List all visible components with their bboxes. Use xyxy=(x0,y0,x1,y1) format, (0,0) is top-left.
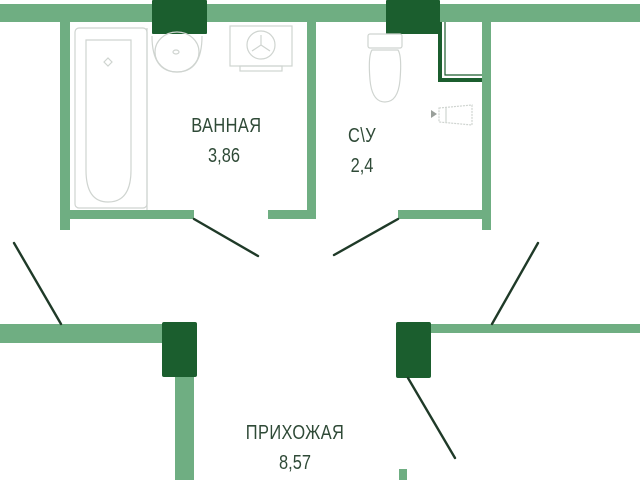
bathroom-left-wall xyxy=(60,22,70,230)
room-label-bathroom: ВАННАЯ 3,86 xyxy=(191,114,262,168)
bathroom-bottom-wall xyxy=(60,210,194,219)
bathroom-door-swing xyxy=(192,217,260,258)
room-area: 8,57 xyxy=(279,452,311,474)
toilet-icon xyxy=(367,33,403,103)
wc-door-swing xyxy=(332,217,400,257)
bathtub-icon xyxy=(74,27,148,210)
utility-shaft-icon xyxy=(438,22,482,82)
wc-right-wall xyxy=(482,22,491,230)
room-name: ПРИХОЖАЯ xyxy=(245,422,345,444)
room-name: С\У xyxy=(347,125,377,147)
room-area: 3,86 xyxy=(208,145,240,167)
room-label-hallway: ПРИХОЖАЯ 8,57 xyxy=(246,421,344,475)
top-wall xyxy=(0,4,640,22)
partition-stub xyxy=(268,210,316,219)
column-top-right xyxy=(386,0,440,34)
left-room-door-swing xyxy=(12,241,63,326)
column-hall-left xyxy=(162,322,197,377)
bathroom-wc-partition xyxy=(307,22,316,218)
washing-machine-icon xyxy=(229,25,293,72)
water-heater-icon xyxy=(431,104,473,126)
wc-bottom-wall xyxy=(398,210,490,219)
room-area: 2,4 xyxy=(350,155,374,177)
column-top-left xyxy=(152,0,207,34)
hall-door-swing xyxy=(406,376,457,460)
room-name: ВАННАЯ xyxy=(191,115,262,137)
hallway-left-wall xyxy=(0,324,170,343)
column-hall-right xyxy=(396,322,431,378)
hallway-right-wall xyxy=(428,324,640,333)
washbasin-icon xyxy=(151,31,203,73)
hallway-left-vertical-wall xyxy=(175,375,194,480)
bottom-stub xyxy=(399,469,407,480)
room-label-wc: С\У 2,4 xyxy=(344,124,380,178)
right-room-door-swing xyxy=(490,241,540,326)
